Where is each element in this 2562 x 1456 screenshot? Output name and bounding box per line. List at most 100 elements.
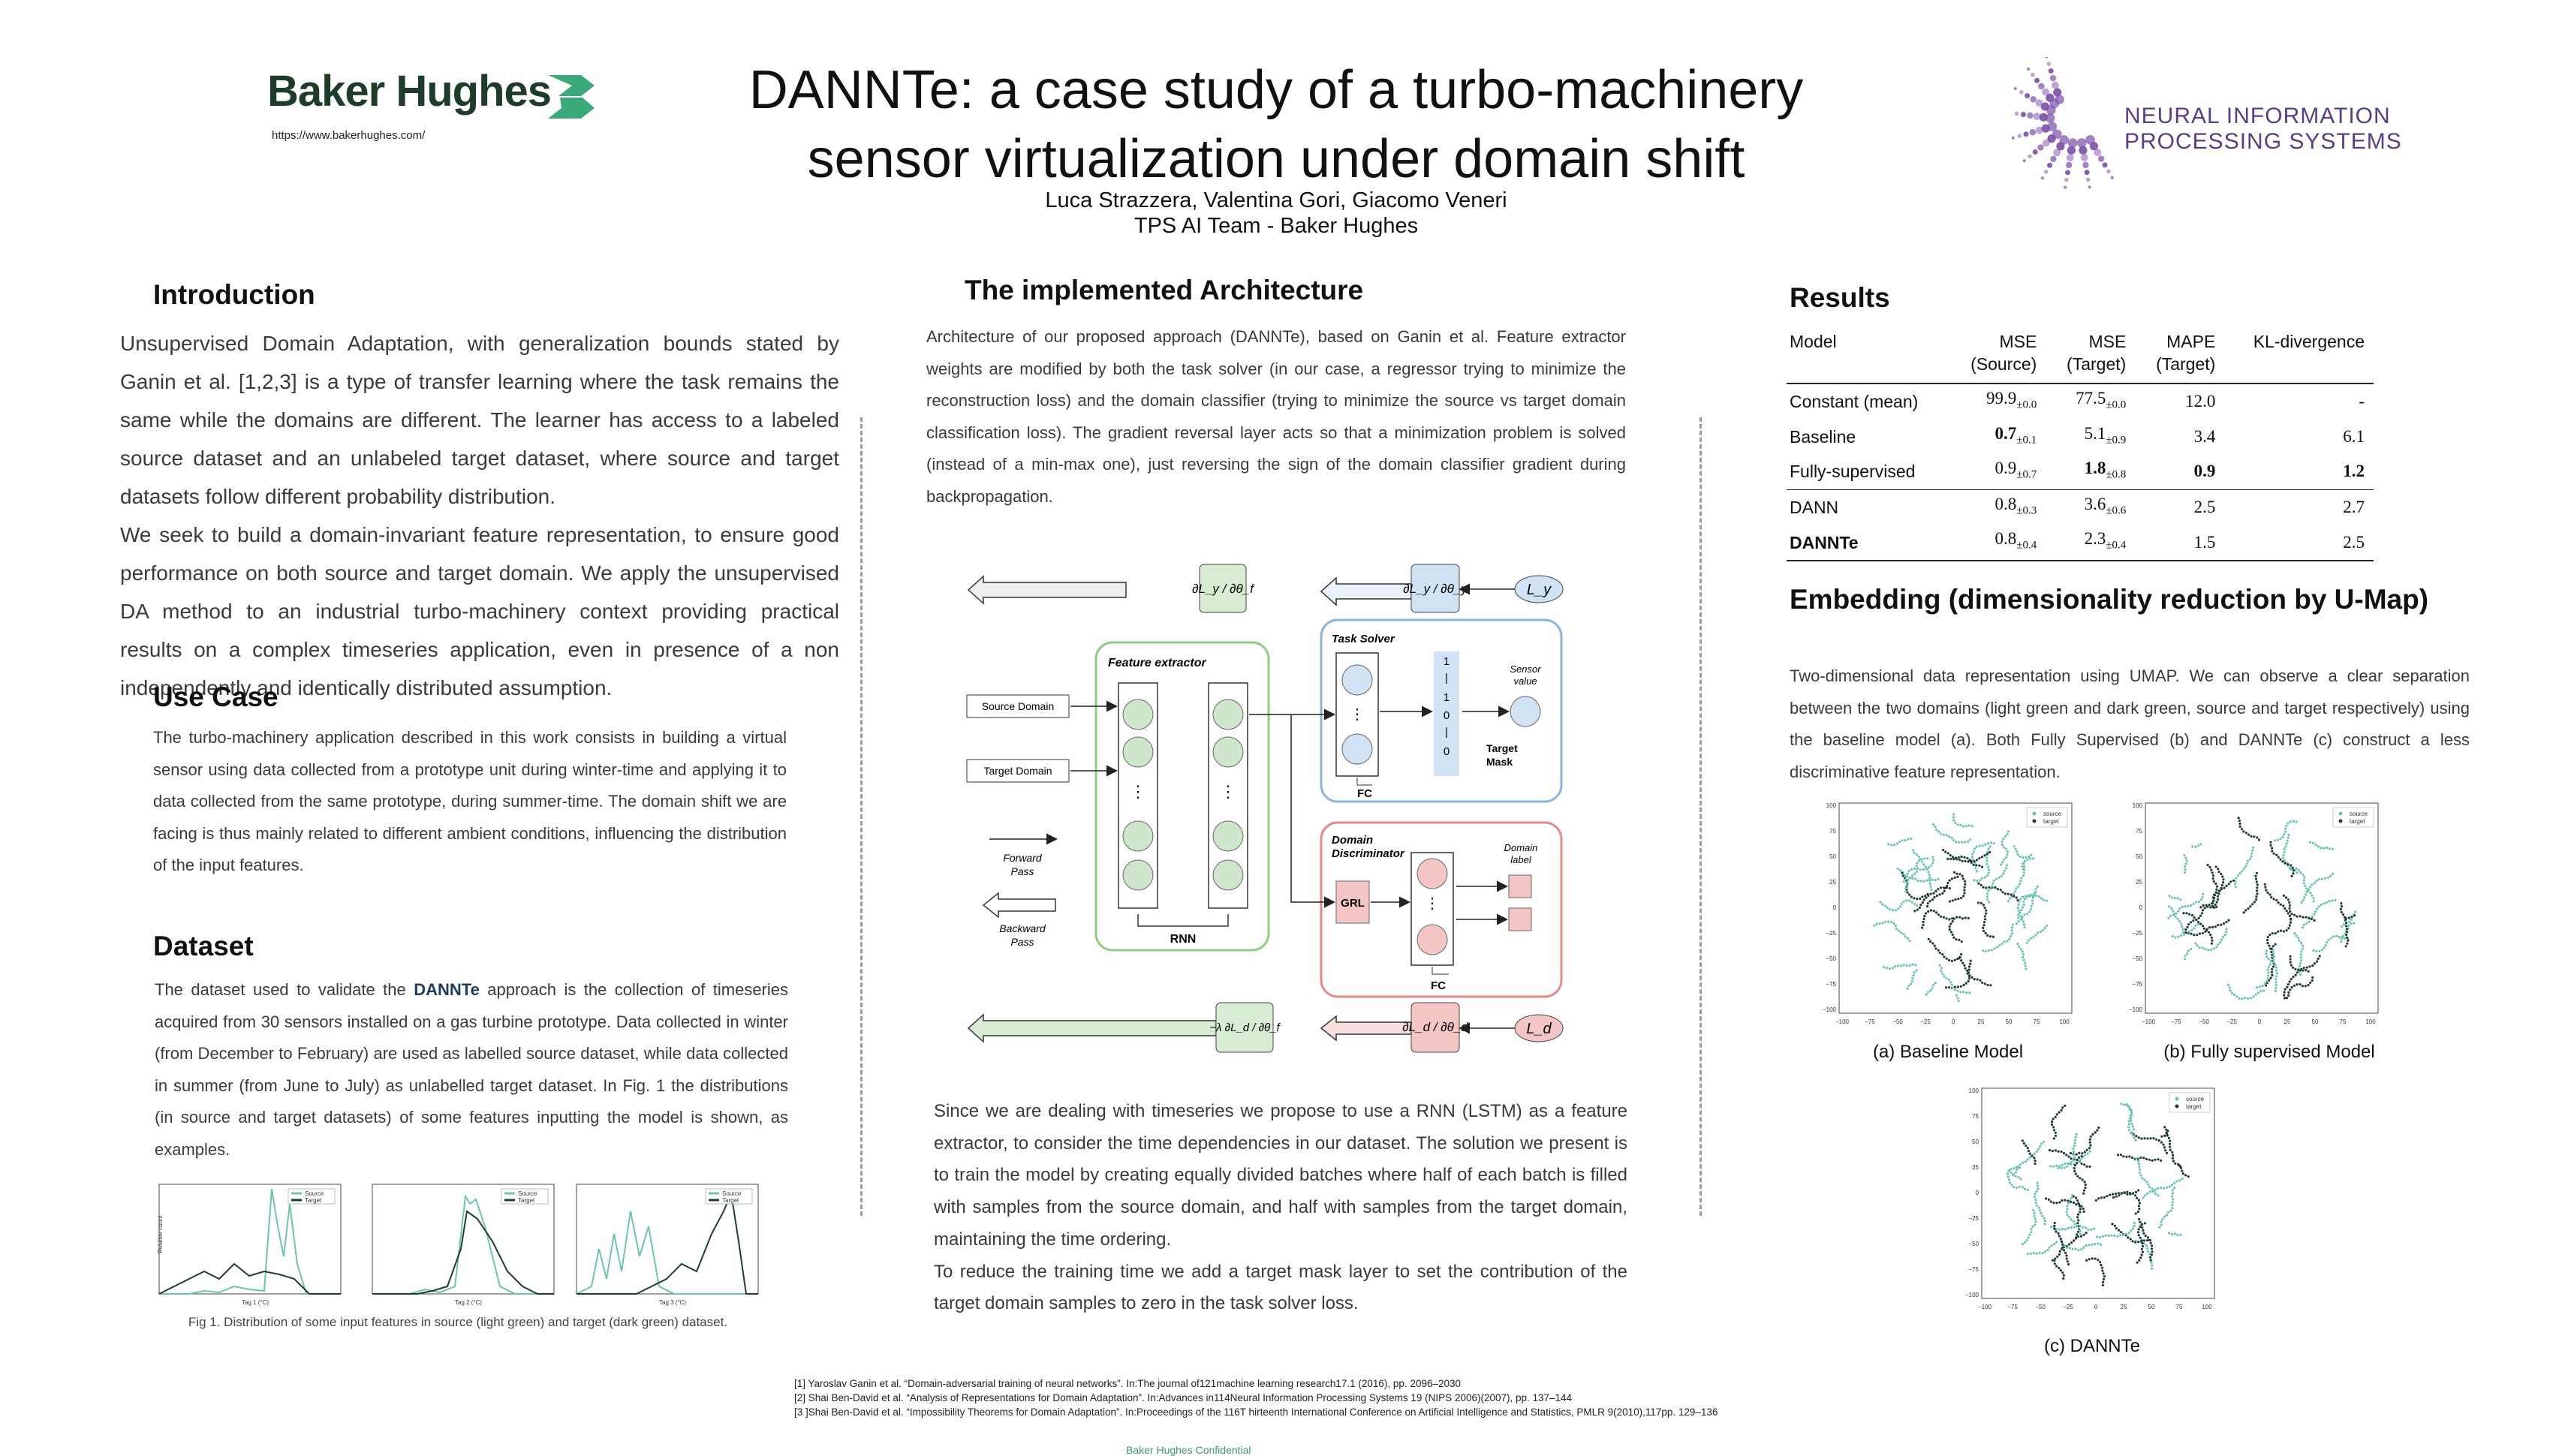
embedding-point [2040,897,2043,900]
brand-url: https://www.bakerhughes.com/ [272,129,426,142]
embedding-point [1967,965,1971,968]
embedding-point [1915,865,1918,868]
embedding-point [2021,1243,2024,1246]
embedding-point [2137,1228,2140,1231]
embedding-point [2236,874,2239,877]
embedding-point [2026,1188,2029,1191]
embedding-point [2028,856,2031,859]
embedding-point [2166,1151,2169,1154]
embedding-point [2304,969,2307,972]
embedding-point [1952,816,1955,819]
embedding-point [2181,931,2185,934]
embedding-point [1956,875,1959,878]
embedding-point [2338,936,2341,939]
embedding-point [2139,1156,2142,1160]
logo-dot [2020,112,2026,118]
embedding-point [1902,964,1905,967]
baker-hughes-mark-icon [548,75,595,119]
logo-dot [2045,57,2049,59]
embedding-point [2015,896,2018,899]
embedding-point [2276,838,2279,841]
embedding-point [2027,894,2030,897]
embedding-point [1923,857,1926,860]
domain-discriminator-1: Domain [1332,834,1373,847]
embedding-point [2052,1137,2055,1140]
embedding-point [2317,957,2320,961]
embedding-point [2266,936,2269,939]
embedding-point [2302,923,2305,926]
embedding-point [2211,925,2214,929]
embedding-point [2022,871,2025,874]
embedding-point [2163,1215,2166,1218]
embedding-point [2081,1178,2084,1181]
embedding-point [2052,1129,2056,1132]
embedding-point [2271,949,2274,952]
embedding-point [2166,1130,2169,1133]
embedding-point [2287,912,2290,915]
embedding-point [2181,925,2184,928]
embedding-point [1934,826,1937,829]
embedding-point [1939,915,1943,918]
embedding-point [2334,898,2337,901]
embedding-point [1999,889,2002,892]
embedding-point [2119,1234,2122,1237]
embedding-point [2184,1174,2187,1177]
hist3-legend-target: Target [722,1197,739,1204]
logo-dot [2025,93,2031,99]
legend-box [2332,807,2374,828]
logo-dot [2055,95,2064,104]
col-header-line-1: MSE [1999,332,2037,351]
embedding-point [2271,965,2275,968]
embedding-point [2287,898,2290,901]
embedding-point [1908,899,1911,902]
logo-dot [2041,124,2050,133]
embedding-point [2048,1148,2052,1152]
embedding-point [2172,1160,2175,1163]
embedding-point [2171,1207,2174,1210]
embedding-point [2274,931,2277,935]
embedding-point [2271,953,2274,956]
cell-mse-t-pm: ±0.8 [2106,468,2127,481]
embedding-point [2100,1266,2104,1269]
embedding-point [2232,879,2235,882]
embedding-point [2175,912,2178,915]
embedding-point [2058,1165,2061,1168]
embedding-point [1986,898,1989,901]
embedding-point [2015,887,2018,890]
loss-ly-label: L_y [1527,582,1552,598]
embedding-point [2067,1263,2070,1266]
embedding-point [2051,1259,2055,1262]
embedding-point [2036,885,2040,888]
embedding-point [2034,934,2037,937]
embedding-point [2127,1126,2130,1129]
legend-source: source [2186,1096,2205,1103]
embedding-point [1993,947,1996,950]
embedding-point [2240,828,2244,831]
embedding-point [2199,898,2203,901]
embedding-point [2131,1192,2134,1195]
embedding-point [2290,913,2293,916]
x-tick: −25 [1920,1018,1931,1025]
cell-mse-t: 1.8 [2084,459,2106,478]
embedding-point [2143,1137,2146,1140]
embedding-point [2076,1222,2079,1225]
embedding-point [2329,937,2332,940]
embedding-point [1911,849,1914,852]
histogram-2: Source Target Tag 2 (°C) [372,1184,555,1306]
embedding-point [2287,863,2290,866]
cell-mse-t: 77.5 [2076,389,2106,408]
embedding-point [2022,952,2025,955]
embedding-point [2245,862,2248,865]
embedding-point [2204,948,2207,951]
embedding-point [2198,932,2202,935]
embedding-point [2123,1103,2126,1106]
embedding-point [2266,939,2269,942]
embedding-point [1986,874,1989,877]
embedding-point [2020,917,2024,920]
embedding-point [2215,885,2219,888]
baker-hughes-logo: Baker Hughes [267,67,552,116]
hist3-xlabel: Tag 3 (°C) [659,1299,686,1306]
embedding-point [2110,1234,2113,1237]
dataset-heading: Dataset [153,931,254,961]
embedding-point [1983,854,1986,857]
